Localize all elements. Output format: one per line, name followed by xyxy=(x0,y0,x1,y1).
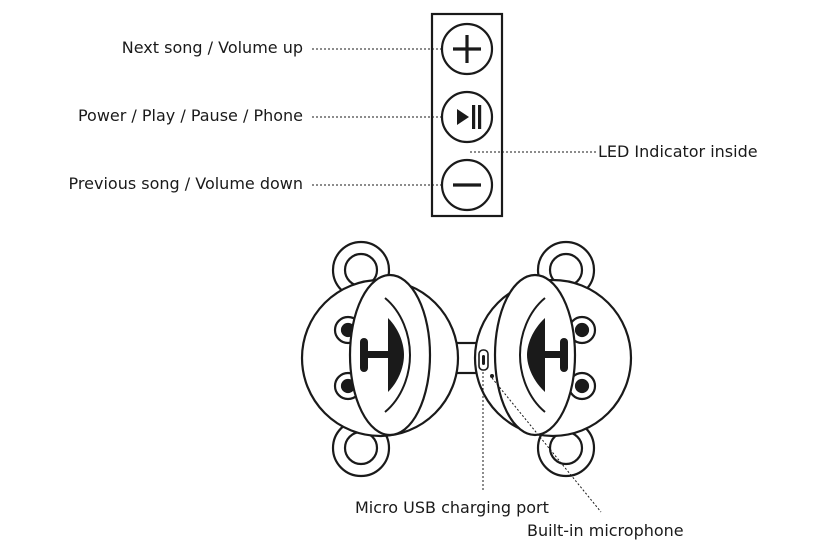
button-leader-lines xyxy=(312,48,596,186)
previous-song-volume-down-label: Previous song / Volume down xyxy=(68,174,303,193)
port-leader-lines xyxy=(482,372,602,513)
built-in-microphone-label: Built-in microphone xyxy=(527,521,684,540)
power-play-pause-phone-label: Power / Play / Pause / Phone xyxy=(77,106,303,125)
right-earbud xyxy=(473,240,633,478)
plus-icon xyxy=(440,22,494,76)
microphone-hole xyxy=(490,374,494,378)
micro-usb-port xyxy=(478,349,489,371)
play-pause-icon xyxy=(440,90,494,144)
minus-icon xyxy=(440,158,494,212)
led-indicator-label: LED Indicator inside xyxy=(598,142,758,161)
left-earbud xyxy=(300,240,460,478)
micro-usb-port-label: Micro USB charging port xyxy=(355,498,549,517)
next-song-volume-up-label: Next song / Volume up xyxy=(121,38,303,57)
